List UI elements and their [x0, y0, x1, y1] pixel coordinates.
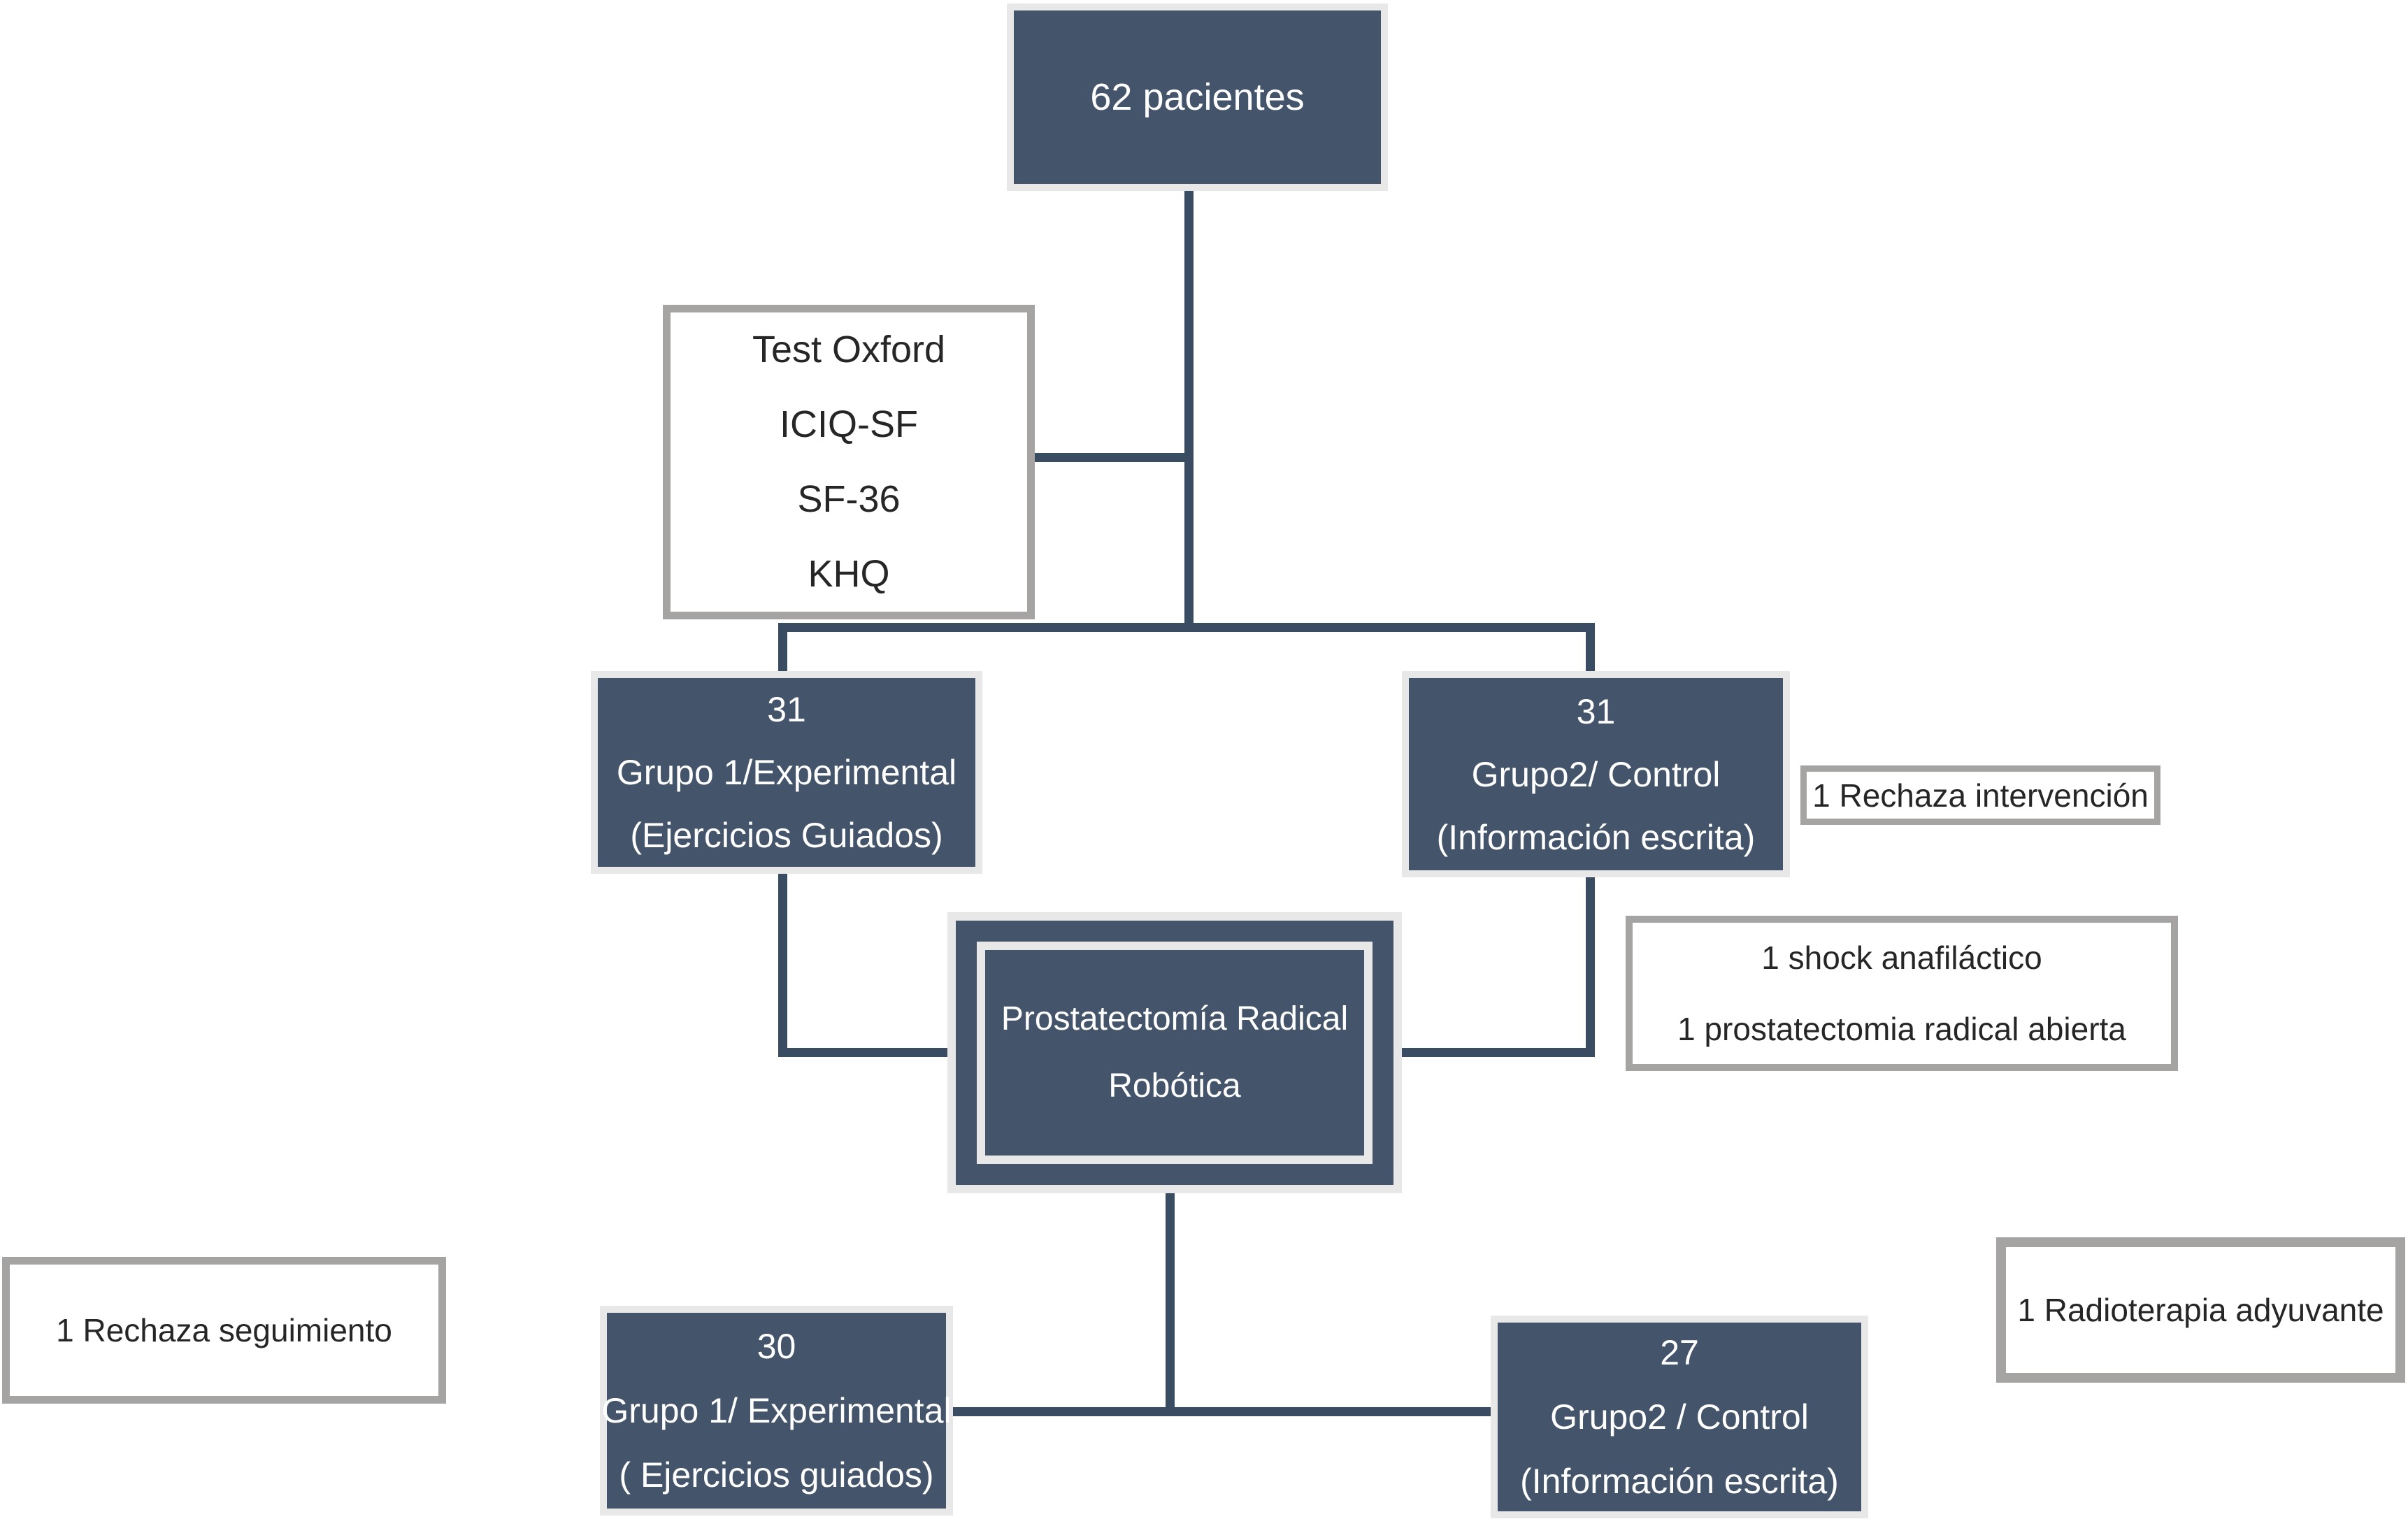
group2-final-count: 27	[1660, 1333, 1699, 1372]
surgery-box: Prostatectomía Radical Robótica	[947, 912, 1402, 1193]
connector-bottom-horizontal	[946, 1407, 1498, 1416]
control-exclusion-line: 1 prostatectomia radical abierta	[1677, 1011, 2126, 1047]
group1-initial-name: Grupo 1/Experimental	[616, 753, 957, 792]
surgery-line: Robótica	[1108, 1067, 1241, 1104]
tests-box: Test Oxford ICIQ-SF SF-36 KHQ	[663, 305, 1035, 619]
connector-group2-surgery-h	[1398, 1048, 1595, 1057]
refuses-followup-box: 1 Rechaza seguimiento	[2, 1257, 446, 1404]
group1-final-count: 30	[757, 1327, 796, 1366]
refuses-intervention-label: 1 Rechaza intervención	[1812, 777, 2149, 814]
group2-final-box: 27 Grupo2 / Control (Información escrita…	[1491, 1316, 1868, 1518]
group2-final-desc: (Información escrita)	[1520, 1462, 1839, 1501]
surgery-line: Prostatectomía Radical	[1001, 1000, 1349, 1037]
tests-line: Test Oxford	[752, 329, 946, 370]
group2-initial-name: Grupo2/ Control	[1471, 754, 1721, 794]
refuses-intervention-box: 1 Rechaza intervención	[1800, 765, 2160, 825]
tests-line: SF-36	[797, 478, 901, 520]
connector-drop-group2	[1586, 623, 1595, 682]
group1-final-box: 30 Grupo 1/ Experimental ( Ejercicios gu…	[600, 1306, 953, 1516]
tests-line: ICIQ-SF	[780, 403, 918, 445]
patients-total-box: 62 pacientes	[1007, 3, 1388, 191]
group2-final-name: Grupo2 / Control	[1550, 1397, 1809, 1437]
group1-final-name: Grupo 1/ Experimental	[601, 1391, 952, 1430]
group1-initial-desc: (Ejercicios Guiados)	[630, 816, 943, 855]
group1-initial-count: 31	[767, 690, 806, 729]
connector-tests-branch	[1033, 453, 1184, 462]
control-exclusions-box: 1 shock anafiláctico 1 prostatectomia ra…	[1626, 916, 2178, 1071]
radiotherapy-label: 1 Radioterapia adyuvante	[2017, 1292, 2384, 1328]
connector-group2-surgery-v	[1586, 872, 1595, 1057]
connector-patients-stem	[1184, 189, 1194, 632]
connector-drop-group1	[778, 623, 787, 682]
tests-line: KHQ	[808, 553, 890, 595]
refuses-followup-label: 1 Rechaza seguimiento	[56, 1312, 392, 1348]
group2-initial-box: 31 Grupo2/ Control (Información escrita)	[1402, 671, 1790, 877]
connector-split-horizontal	[778, 623, 1595, 632]
patients-total-label: 62 pacientes	[1090, 76, 1305, 118]
control-exclusion-line: 1 shock anafiláctico	[1761, 940, 2042, 976]
group2-initial-count: 31	[1576, 691, 1616, 731]
surgery-inner-frame	[977, 942, 1373, 1164]
radiotherapy-box: 1 Radioterapia adyuvante	[1996, 1237, 2405, 1383]
connector-group1-surgery-h	[778, 1048, 953, 1057]
connector-group1-surgery-v	[778, 865, 787, 1057]
group1-final-desc: ( Ejercicios guiados)	[619, 1455, 934, 1495]
group1-initial-box: 31 Grupo 1/Experimental (Ejercicios Guia…	[591, 671, 982, 874]
connector-surgery-stem	[1166, 1190, 1175, 1416]
group2-initial-desc: (Información escrita)	[1436, 817, 1756, 857]
